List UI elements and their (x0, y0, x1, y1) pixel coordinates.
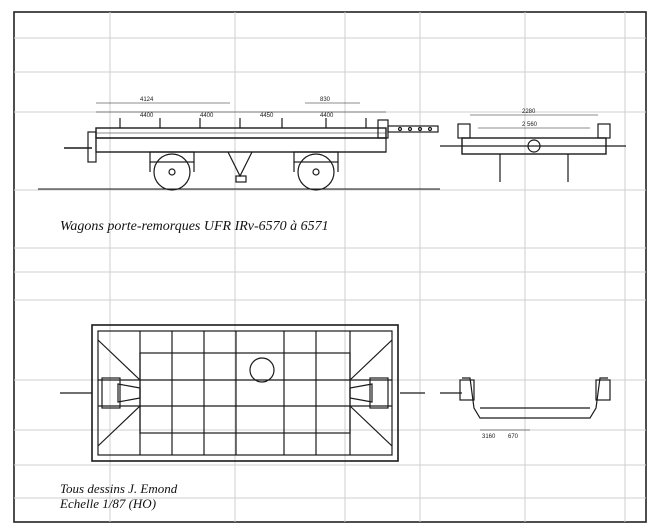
side-elevation-drawing (38, 102, 440, 191)
side-dimension-labels: 4124 830 4400 4400 4450 4400 (140, 97, 334, 119)
dim-end-mid: 2 560 (522, 122, 538, 128)
dim-side-row-4: 4400 (320, 113, 334, 119)
credit-caption: Tous dessins J. Emond (60, 481, 178, 496)
bleed-through-table (14, 12, 646, 522)
dim-section-bottom-2: 670 (508, 434, 519, 440)
section-dimension-labels: 3160 670 (482, 434, 519, 440)
dim-side-row-3: 4450 (260, 113, 274, 119)
dim-side-top-2: 830 (320, 97, 331, 103)
cross-section-drawing (440, 377, 611, 431)
end-dimension-labels: 2280 2 560 (522, 109, 538, 128)
dim-side-top-1: 4124 (140, 97, 154, 103)
dim-end-top: 2280 (522, 109, 536, 115)
dim-section-bottom: 3160 (482, 434, 496, 440)
scale-caption: Echelle 1/87 (HO) (60, 496, 157, 511)
dim-side-row-2: 4400 (200, 113, 214, 119)
drawing-title: Wagons porte-remorques UFR IRv-6570 à 65… (60, 219, 329, 234)
sheet-border (13, 11, 647, 523)
plan-view-drawing (60, 324, 425, 462)
dim-side-row-1: 4400 (140, 113, 154, 119)
end-elevation-drawing (440, 114, 626, 182)
